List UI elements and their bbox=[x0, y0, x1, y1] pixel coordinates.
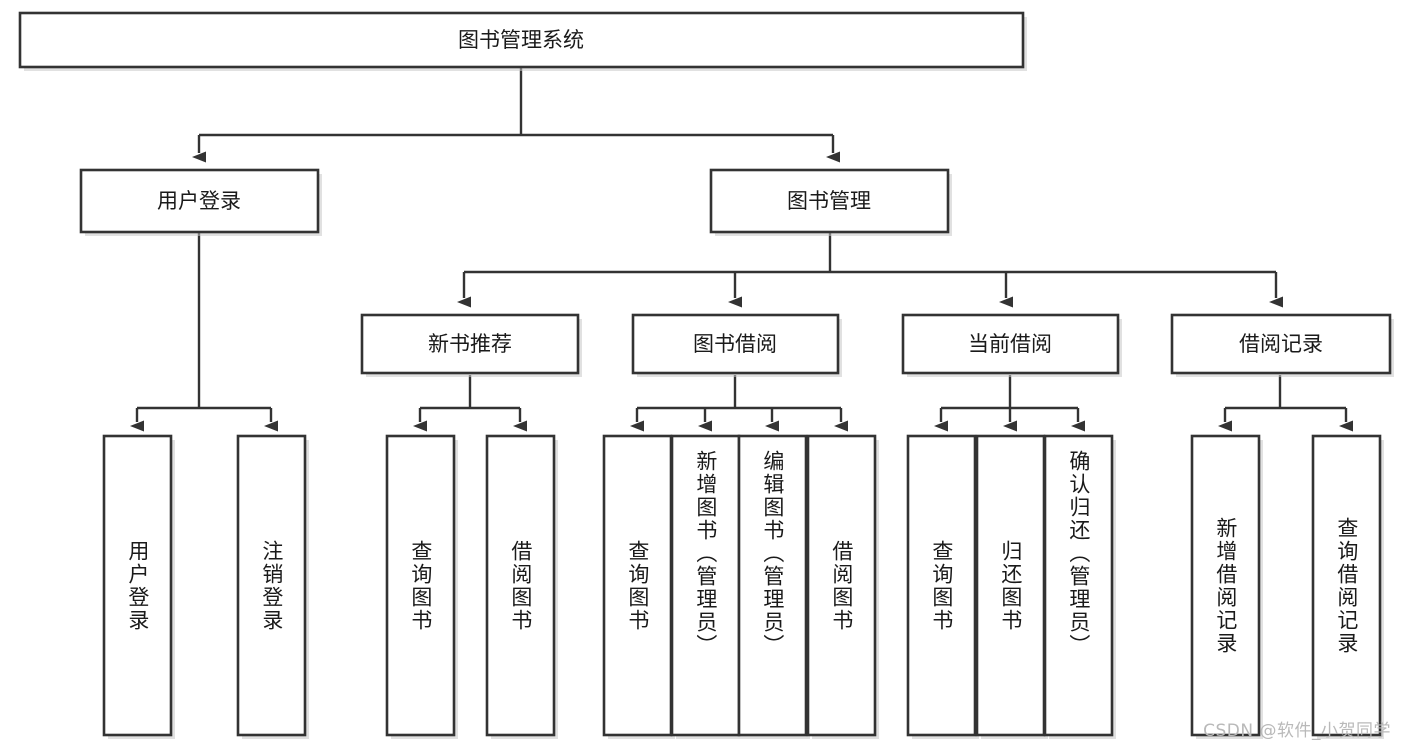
leaf-label-edit-book: 编辑图书（管理员） bbox=[760, 450, 785, 657]
leaf-label-cell-query-book-2: 查询图书 bbox=[604, 436, 671, 735]
node-user-login[interactable]: 用户登录 bbox=[79, 168, 322, 236]
leaf-label-cell-edit-book: 编辑图书（管理员） bbox=[739, 436, 806, 735]
leaf-label-cell-add-record: 新增借阅记录 bbox=[1192, 436, 1259, 735]
leaf-box-edit-book[interactable] bbox=[737, 434, 808, 737]
leaf-box-query-book-2[interactable] bbox=[602, 434, 673, 737]
leaf-label-add-record: 新增借阅记录 bbox=[1213, 516, 1238, 655]
node-new-book-recommend-label: 新书推荐 bbox=[428, 332, 512, 356]
connector-group-borrow-record bbox=[1218, 375, 1353, 432]
leaf-label-query-record: 查询借阅记录 bbox=[1334, 516, 1359, 655]
node-current-borrow[interactable]: 当前借阅 bbox=[901, 313, 1122, 377]
leaf-label-cell-borrow-book-2: 借阅图书 bbox=[808, 436, 875, 735]
node-root[interactable]: 图书管理系统 bbox=[18, 11, 1027, 71]
connector-group-user-login bbox=[130, 232, 278, 432]
node-book-management[interactable]: 图书管理 bbox=[709, 168, 952, 236]
leaf-label-cell-logout: 注销登录 bbox=[238, 436, 305, 735]
connector-group-borrow bbox=[630, 375, 848, 432]
node-borrow-record-label: 借阅记录 bbox=[1239, 332, 1323, 356]
connector-group-current-borrow bbox=[934, 375, 1085, 432]
leaf-label-user-login: 用户登录 bbox=[125, 539, 150, 632]
node-current-borrow-label: 当前借阅 bbox=[968, 332, 1052, 356]
node-borrow-record[interactable]: 借阅记录 bbox=[1170, 313, 1394, 377]
leaf-label-query-book-2: 查询图书 bbox=[625, 539, 650, 632]
leaf-box-borrow-book-2[interactable] bbox=[806, 434, 877, 737]
leaf-box-query-record[interactable] bbox=[1311, 434, 1382, 737]
csdn-watermark: CSDN @软件_小贺同学 bbox=[1203, 721, 1391, 741]
leaf-label-query-book-3: 查询图书 bbox=[929, 539, 954, 632]
leaf-label-add-book: 新增图书（管理员） bbox=[693, 450, 718, 657]
leaf-label-borrow-book-2: 借阅图书 bbox=[829, 539, 854, 632]
leaf-label-logout: 注销登录 bbox=[259, 539, 284, 632]
leaf-box-user-login[interactable] bbox=[102, 434, 173, 737]
leaf-label-cell-confirm-return: 确认归还（管理员） bbox=[1045, 436, 1112, 735]
node-book-borrow-label: 图书借阅 bbox=[693, 332, 777, 356]
leaf-label-cell-user-login: 用户登录 bbox=[104, 436, 171, 735]
connector-group-root bbox=[192, 67, 840, 163]
leaf-label-confirm-return: 确认归还（管理员） bbox=[1066, 450, 1091, 657]
connector-group-new-book bbox=[413, 375, 527, 432]
leaf-label-cell-add-book: 新增图书（管理员） bbox=[672, 436, 739, 735]
node-new-book-recommend[interactable]: 新书推荐 bbox=[360, 313, 582, 377]
leaf-label-borrow-book-1: 借阅图书 bbox=[508, 539, 533, 632]
node-root-label: 图书管理系统 bbox=[458, 28, 584, 52]
leaf-rects bbox=[102, 434, 1384, 739]
leaf-box-query-book-1[interactable] bbox=[385, 434, 456, 737]
leaf-box-add-record[interactable] bbox=[1190, 434, 1261, 737]
node-book-management-label: 图书管理 bbox=[787, 189, 871, 213]
leaf-label-cell-query-record: 查询借阅记录 bbox=[1313, 436, 1380, 735]
node-book-borrow[interactable]: 图书借阅 bbox=[631, 313, 842, 377]
leaf-box-query-book-3[interactable] bbox=[906, 434, 977, 737]
leaf-box-logout[interactable] bbox=[236, 434, 307, 737]
leaf-box-confirm-return[interactable] bbox=[1043, 434, 1114, 737]
leaf-label-cell-return-book: 归还图书 bbox=[977, 436, 1044, 735]
leaf-label-cell-query-book-3: 查询图书 bbox=[908, 436, 975, 735]
connector-group-book-mgmt bbox=[457, 232, 1283, 308]
node-user-login-label: 用户登录 bbox=[157, 189, 241, 213]
leaf-label-cell-borrow-book-1: 借阅图书 bbox=[487, 436, 554, 735]
leaf-label-query-book-1: 查询图书 bbox=[408, 539, 433, 632]
leaf-label-cell-query-book-1: 查询图书 bbox=[387, 436, 454, 735]
leaf-box-borrow-book-1[interactable] bbox=[485, 434, 556, 737]
leaf-label-return-book: 归还图书 bbox=[998, 539, 1023, 632]
